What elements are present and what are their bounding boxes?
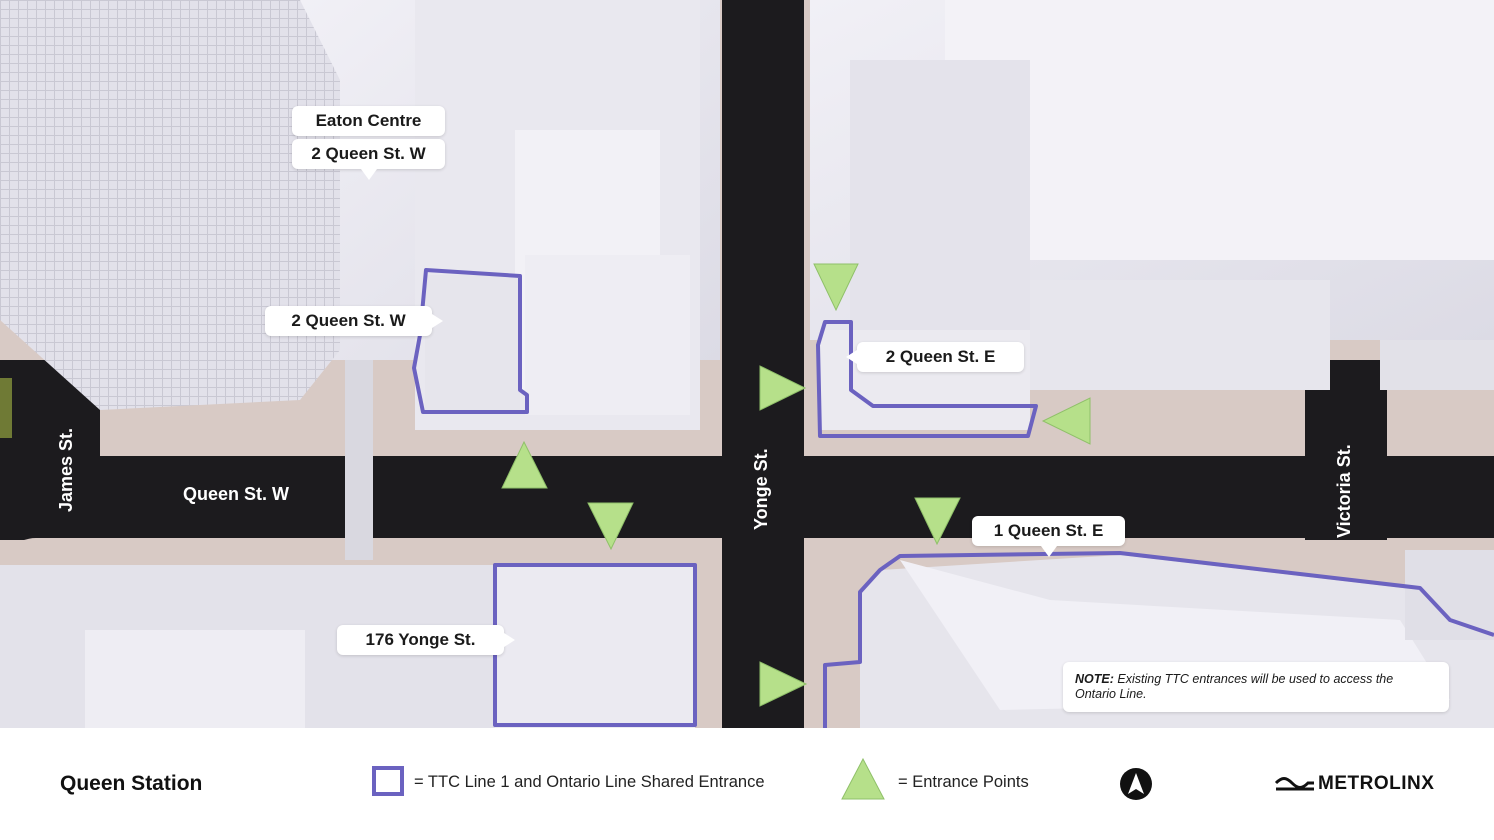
label-176-yonge-text: 176 Yonge St. xyxy=(365,630,476,649)
label-2-queen-w-upper: 2 Queen St. W xyxy=(292,139,445,180)
glass-tower xyxy=(0,0,340,410)
street-label-yonge: Yonge St. xyxy=(751,448,771,530)
entrance-point-marker xyxy=(1041,397,1091,445)
entrance-point-marker xyxy=(813,263,859,312)
metrolinx-logo-icon xyxy=(1274,777,1314,791)
label-2-queen-w-lower-text: 2 Queen St. W xyxy=(291,311,406,330)
label-176-yonge: 176 Yonge St. xyxy=(337,625,515,655)
shared-entrance-1-queen-e xyxy=(823,551,1494,728)
entrance-point-marker xyxy=(759,365,807,411)
label-1-queen-e: 1 Queen St. E xyxy=(972,516,1125,557)
note-prefix: NOTE: xyxy=(1075,672,1114,686)
yonge-street-road xyxy=(722,0,804,728)
shared-entrance-2-queen-w xyxy=(412,268,529,414)
street-label-queen-w: Queen St. W xyxy=(183,484,290,504)
station-map: Eaton Centre 2 Queen St. W 2 Queen St. W… xyxy=(0,0,1494,728)
legend-bar xyxy=(0,728,1494,840)
176-yonge-building xyxy=(495,565,695,728)
entrance-point-marker xyxy=(759,661,808,707)
entrance-point-marker xyxy=(501,440,548,489)
metrolinx-logo-text: METROLINX xyxy=(1318,773,1435,794)
note-box: NOTE: Existing TTC entrances will be use… xyxy=(1063,662,1449,712)
label-eaton-centre-text: Eaton Centre xyxy=(315,111,422,130)
note-text: Existing TTC entrances will be used to a… xyxy=(1075,672,1394,701)
label-2-queen-w-lower: 2 Queen St. W xyxy=(265,306,443,336)
entrance-point-marker xyxy=(587,502,634,551)
label-1-queen-e-text: 1 Queen St. E xyxy=(993,521,1104,540)
map-base xyxy=(0,0,1494,728)
label-eaton-centre: Eaton Centre xyxy=(292,106,445,136)
shared-entrance-legend-label: = TTC Line 1 and Ontario Line Shared Ent… xyxy=(414,773,765,791)
north-arrow-icon xyxy=(1120,768,1152,800)
street-label-james: James St. xyxy=(56,427,76,512)
shared-entrance-swatch xyxy=(372,766,404,796)
entrance-markers xyxy=(501,263,1091,707)
label-2-queen-e: 2 Queen St. E xyxy=(846,342,1024,372)
entrance-points-legend-label: = Entrance Points xyxy=(898,773,1029,791)
label-2-queen-e-text: 2 Queen St. E xyxy=(885,347,996,366)
shared-entrance-2-queen-e xyxy=(816,320,1038,438)
street-label-victoria: Victoria St. xyxy=(1334,444,1354,538)
entrance-point-swatch xyxy=(841,757,885,800)
label-2-queen-w-upper-text: 2 Queen St. W xyxy=(311,144,426,163)
entrance-point-marker xyxy=(914,497,961,546)
station-title: Queen Station xyxy=(60,772,203,795)
